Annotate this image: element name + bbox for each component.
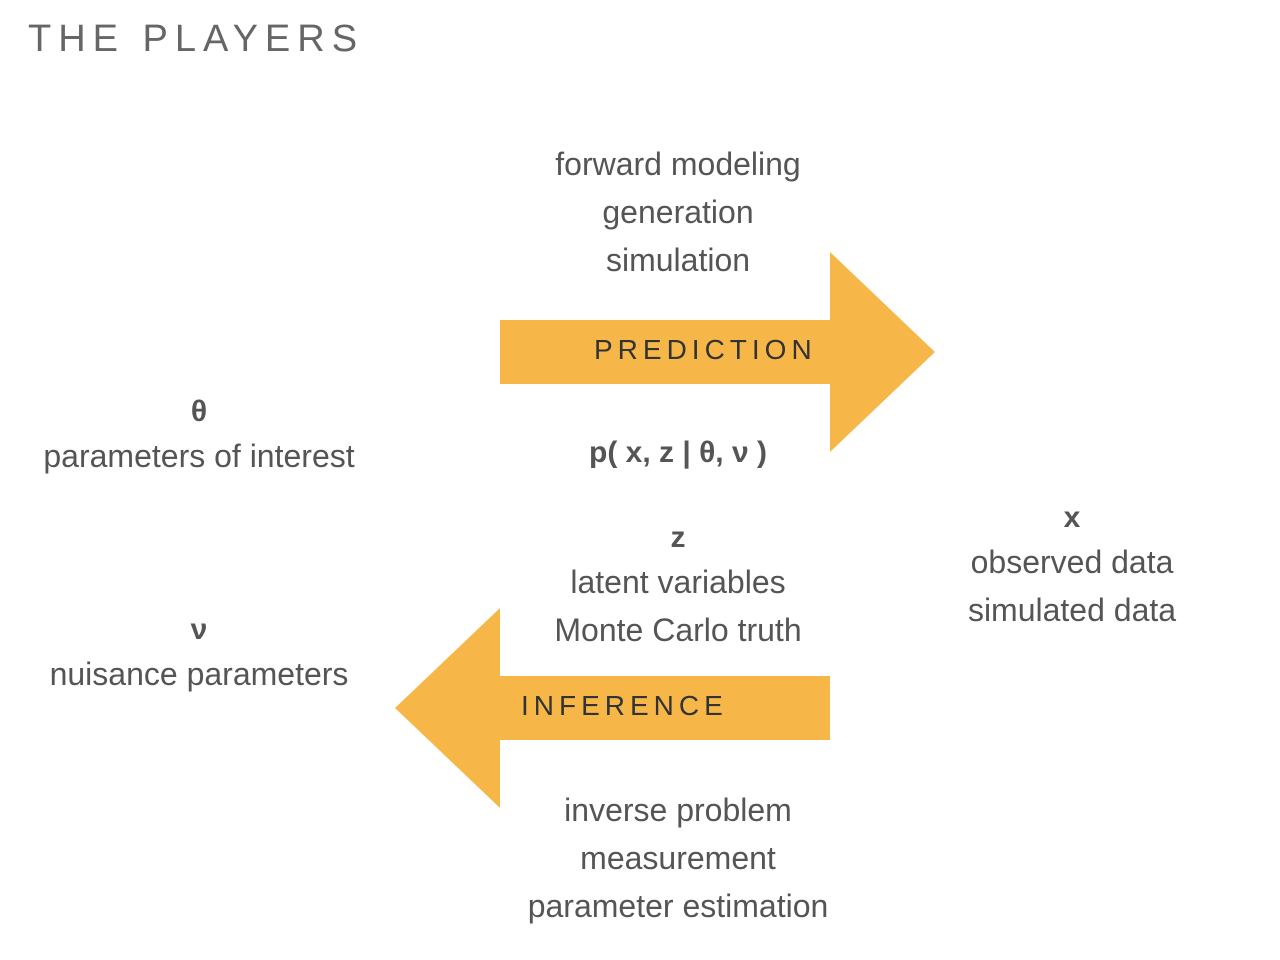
inference-line: parameter estimation bbox=[527, 888, 829, 924]
nu-symbol: ν bbox=[190, 613, 208, 646]
inference-line: measurement bbox=[580, 840, 776, 876]
prediction-label: PREDICTION bbox=[594, 334, 817, 365]
prediction-line: simulation bbox=[605, 242, 751, 278]
inference-descriptions: inverse problem measurement parameter es… bbox=[478, 786, 878, 930]
x-line: simulated data bbox=[967, 592, 1177, 628]
x-block: x observed data simulated data bbox=[912, 498, 1232, 634]
z-line: Monte Carlo truth bbox=[554, 612, 802, 648]
prediction-line: generation bbox=[602, 194, 754, 230]
slide-title: THE PLAYERS bbox=[28, 18, 365, 60]
likelihood-formula: p( x, z | θ, ν ) bbox=[589, 436, 767, 469]
prediction-descriptions: forward modeling generation simulation bbox=[478, 140, 878, 284]
x-line: observed data bbox=[970, 544, 1174, 580]
inference-label: INFERENCE bbox=[521, 690, 728, 721]
prediction-arrow bbox=[500, 252, 935, 452]
z-block: z latent variables Monte Carlo truth bbox=[478, 518, 878, 654]
prediction-line: forward modeling bbox=[555, 146, 801, 182]
nu-description: nuisance parameters bbox=[49, 656, 349, 692]
x-symbol: x bbox=[1063, 501, 1081, 534]
theta-symbol: θ bbox=[190, 395, 208, 428]
theta-description: parameters of interest bbox=[43, 438, 355, 474]
inference-arrow bbox=[395, 608, 830, 808]
z-symbol: z bbox=[670, 521, 686, 554]
z-line: latent variables bbox=[570, 564, 786, 600]
inference-line: inverse problem bbox=[564, 792, 792, 828]
nu-block: ν nuisance parameters bbox=[0, 610, 398, 698]
theta-block: θ parameters of interest bbox=[0, 392, 398, 480]
